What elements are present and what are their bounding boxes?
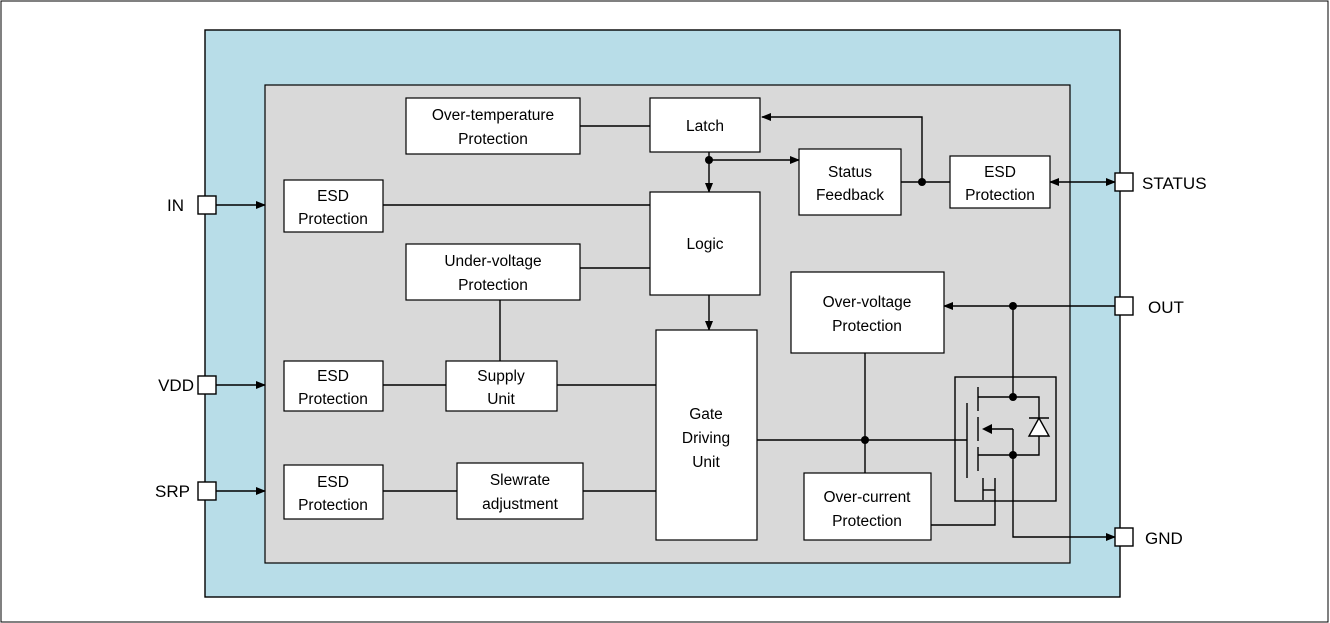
svg-text:STATUS: STATUS bbox=[1142, 174, 1207, 193]
svg-text:Gate: Gate bbox=[689, 406, 723, 423]
svg-text:adjustment: adjustment bbox=[482, 496, 559, 513]
svg-text:GND: GND bbox=[1145, 529, 1183, 548]
block-esd-protection-in: ESD Protection bbox=[283, 179, 384, 233]
svg-text:IN: IN bbox=[167, 196, 184, 215]
block-over-temperature-protection: Over-temperature Protection bbox=[405, 97, 581, 155]
svg-text:Over-current: Over-current bbox=[824, 489, 912, 506]
junction-dot bbox=[861, 436, 869, 444]
svg-text:Unit: Unit bbox=[487, 391, 515, 408]
junction-dot bbox=[1009, 451, 1017, 459]
pin-status: STATUS bbox=[1114, 172, 1207, 193]
svg-text:Over-temperature: Over-temperature bbox=[432, 107, 554, 124]
block-esd-protection-srp: ESD Protection bbox=[283, 464, 384, 520]
svg-text:Unit: Unit bbox=[692, 454, 720, 471]
block-over-current-protection: Over-current Protection bbox=[803, 472, 932, 541]
wire-status-latch bbox=[761, 113, 923, 182]
svg-text:SRP: SRP bbox=[155, 482, 190, 501]
block-status-feedback: Status Feedback bbox=[798, 148, 902, 216]
block-supply-unit: Supply Unit bbox=[445, 360, 558, 412]
wire-gnd bbox=[1012, 455, 1116, 541]
svg-text:Status: Status bbox=[828, 164, 872, 181]
svg-text:VDD: VDD bbox=[158, 376, 194, 395]
junction-dot bbox=[1009, 393, 1017, 401]
svg-text:ESD: ESD bbox=[984, 164, 1016, 181]
body-diode-icon bbox=[1013, 396, 1051, 456]
pin-gnd: GND bbox=[1114, 527, 1183, 548]
svg-text:Protection: Protection bbox=[832, 513, 902, 530]
block-under-voltage-protection: Under-voltage Protection bbox=[405, 243, 581, 301]
svg-text:Driving: Driving bbox=[682, 430, 730, 447]
svg-text:Under-voltage: Under-voltage bbox=[444, 253, 541, 270]
block-gate-driving-unit: Gate Driving Unit bbox=[655, 329, 758, 541]
svg-text:ESD: ESD bbox=[317, 188, 349, 205]
pin-out: OUT bbox=[1114, 296, 1184, 317]
svg-text:Protection: Protection bbox=[298, 497, 368, 514]
svg-text:ESD: ESD bbox=[317, 368, 349, 385]
wire-ocp-sense bbox=[931, 507, 996, 526]
svg-text:OUT: OUT bbox=[1148, 298, 1184, 317]
svg-text:Protection: Protection bbox=[298, 211, 368, 228]
svg-text:Over-voltage: Over-voltage bbox=[823, 294, 912, 311]
svg-text:Protection: Protection bbox=[458, 131, 528, 148]
svg-text:Latch: Latch bbox=[686, 118, 724, 135]
power-mosfet-icon bbox=[954, 376, 1057, 507]
svg-text:Protection: Protection bbox=[298, 391, 368, 408]
block-esd-protection-status: ESD Protection bbox=[949, 155, 1051, 209]
svg-text:Protection: Protection bbox=[832, 318, 902, 335]
block-latch: Latch bbox=[649, 97, 761, 153]
pin-srp: SRP bbox=[155, 481, 217, 501]
junction-dot bbox=[705, 156, 713, 164]
svg-text:ESD: ESD bbox=[317, 474, 349, 491]
junction-dot bbox=[1009, 302, 1017, 310]
block-over-voltage-protection: Over-voltage Protection bbox=[790, 271, 945, 354]
block-esd-protection-vdd: ESD Protection bbox=[283, 360, 384, 412]
block-logic: Logic bbox=[649, 191, 761, 296]
pin-in: IN bbox=[167, 195, 217, 215]
svg-text:Feedback: Feedback bbox=[816, 187, 884, 204]
svg-text:Protection: Protection bbox=[965, 187, 1035, 204]
svg-text:Slewrate: Slewrate bbox=[490, 472, 550, 489]
block-slewrate-adjustment: Slewrate adjustment bbox=[456, 462, 584, 520]
svg-text:Supply: Supply bbox=[477, 368, 525, 385]
junction-dot bbox=[918, 178, 926, 186]
svg-text:Protection: Protection bbox=[458, 277, 528, 294]
svg-text:Logic: Logic bbox=[686, 236, 723, 253]
pin-vdd: VDD bbox=[158, 375, 217, 395]
